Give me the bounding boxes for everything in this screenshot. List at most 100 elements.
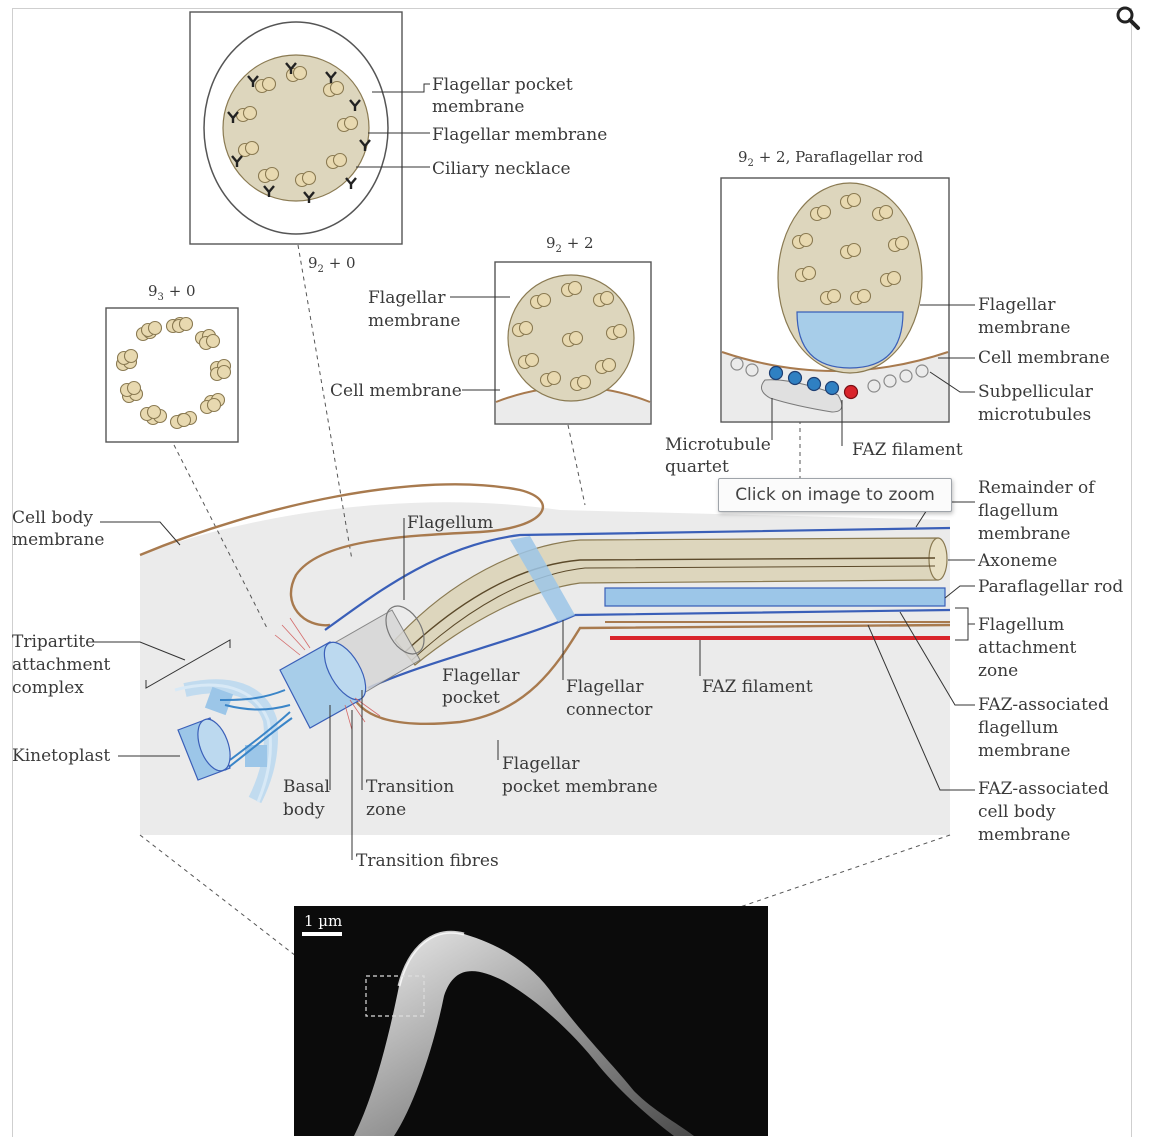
magnifier-icon[interactable] bbox=[1114, 4, 1142, 32]
faz-filament-dot bbox=[843, 384, 859, 400]
svg-text:FAZ filament: FAZ filament bbox=[702, 677, 813, 697]
pfr-label-3: Cell membrane bbox=[978, 348, 1110, 368]
svg-text:93 + 0: 93 + 0 bbox=[148, 282, 196, 303]
pfr-title: 9 bbox=[738, 148, 748, 166]
svg-text:connector: connector bbox=[566, 700, 653, 720]
faz-flag-label-2: flagellum bbox=[978, 718, 1058, 738]
basal-body-label-2: body bbox=[283, 800, 325, 820]
electron-micrograph[interactable]: 1 µm bbox=[294, 906, 768, 1136]
svg-text:Cell membrane: Cell membrane bbox=[978, 348, 1110, 368]
pfr-label-6: Microtubule bbox=[665, 435, 771, 455]
svg-text:Cell body: Cell body bbox=[12, 508, 93, 528]
svg-text:Kinetoplast: Kinetoplast bbox=[12, 746, 110, 766]
tripartite-label-1: Tripartite bbox=[12, 632, 95, 652]
kinetoplast-label: Kinetoplast bbox=[12, 746, 110, 766]
axoneme-formula-rest: + 2 bbox=[562, 234, 594, 252]
svg-text:attachment: attachment bbox=[978, 638, 1077, 658]
svg-text:Cell membrane: Cell membrane bbox=[330, 381, 462, 401]
pfr-main-label: Paraflagellar rod bbox=[978, 577, 1123, 597]
svg-text:Transition: Transition bbox=[366, 777, 454, 797]
svg-text:membrane: membrane bbox=[978, 524, 1070, 544]
pfr-title-rest: + 2, Paraflagellar rod bbox=[754, 148, 924, 166]
pfr-label-1: Flagellar bbox=[978, 295, 1056, 315]
faz-flag-label-1: FAZ-associated bbox=[978, 695, 1109, 715]
pfr-label-7: quartet bbox=[665, 457, 729, 477]
svg-text:Paraflagellar rod: Paraflagellar rod bbox=[978, 577, 1123, 597]
pocket-label-4: Ciliary necklace bbox=[432, 159, 571, 179]
tripartite-label-3: complex bbox=[12, 678, 84, 698]
faz-flag-label-3: membrane bbox=[978, 741, 1070, 761]
svg-text:membrane: membrane bbox=[12, 530, 104, 550]
basal-body-label-1: Basal bbox=[283, 777, 330, 797]
zoom-tooltip[interactable]: Click on image to zoom bbox=[718, 478, 952, 512]
svg-text:Subpellicular: Subpellicular bbox=[978, 382, 1094, 402]
pfr-label-5: microtubules bbox=[978, 405, 1091, 425]
flagellum-label: Flagellum bbox=[407, 513, 493, 533]
svg-text:Flagellar pocket: Flagellar pocket bbox=[432, 75, 573, 95]
svg-text:Flagellar: Flagellar bbox=[502, 754, 580, 774]
svg-text:pocket membrane: pocket membrane bbox=[502, 777, 658, 797]
svg-text:Flagellar: Flagellar bbox=[442, 666, 520, 686]
svg-text:membrane: membrane bbox=[978, 318, 1070, 338]
svg-text:Axoneme: Axoneme bbox=[977, 551, 1057, 571]
scale-bar bbox=[302, 932, 342, 936]
basal-formula-sub: 3 bbox=[158, 292, 164, 303]
flagellar-pocket-label-2: pocket bbox=[442, 688, 500, 708]
remainder-label-2: flagellum bbox=[978, 501, 1058, 521]
svg-text:Flagellum: Flagellum bbox=[407, 513, 493, 533]
axoneme-main-label: Axoneme bbox=[977, 551, 1057, 571]
flagellar-pocket-label-1: Flagellar bbox=[442, 666, 520, 686]
pocket-formula: 9 bbox=[308, 254, 318, 272]
svg-text:FAZ filament: FAZ filament bbox=[852, 440, 963, 460]
pfr-label-8: FAZ filament bbox=[852, 440, 963, 460]
svg-text:complex: complex bbox=[12, 678, 84, 698]
svg-text:FAZ-associated: FAZ-associated bbox=[978, 695, 1109, 715]
svg-text:Flagellar: Flagellar bbox=[978, 295, 1056, 315]
connector-label-1: Flagellar bbox=[566, 677, 644, 697]
transition-zone-label-1: Transition bbox=[366, 777, 454, 797]
svg-text:cell body: cell body bbox=[978, 802, 1056, 822]
pfr-label-2: membrane bbox=[978, 318, 1070, 338]
faz-zone-label-3: zone bbox=[978, 661, 1018, 681]
pocket-membrane-label-1: Flagellar bbox=[502, 754, 580, 774]
projection-lines bbox=[139, 244, 951, 1016]
svg-text:zone: zone bbox=[978, 661, 1018, 681]
svg-text:92 + 2, Paraflagellar rod: 92 + 2, Paraflagellar rod bbox=[738, 148, 924, 169]
scale-bar-label: 1 µm bbox=[304, 912, 342, 930]
basal-formula-rest: + 0 bbox=[164, 282, 196, 300]
svg-text:Microtubule: Microtubule bbox=[665, 435, 771, 455]
pocket-label-3: Flagellar membrane bbox=[432, 125, 607, 145]
faz-zone-label-1: Flagellum bbox=[978, 615, 1064, 635]
svg-text:FAZ-associated: FAZ-associated bbox=[978, 779, 1109, 799]
pocket-label-1: Flagellar pocket bbox=[432, 75, 573, 95]
svg-text:membrane: membrane bbox=[978, 825, 1070, 845]
axoneme-label-3: Cell membrane bbox=[330, 381, 462, 401]
axoneme-formula: 9 bbox=[546, 234, 556, 252]
tripartite-label-2: attachment bbox=[12, 655, 111, 675]
micrograph-image: 1 µm bbox=[302, 912, 694, 1136]
svg-text:microtubules: microtubules bbox=[978, 405, 1091, 425]
axoneme-label-1: Flagellar bbox=[368, 288, 446, 308]
transition-zone-label-2: zone bbox=[366, 800, 406, 820]
pocket-formula-rest: + 0 bbox=[324, 254, 356, 272]
faz-cell-label-3: membrane bbox=[978, 825, 1070, 845]
svg-text:zone: zone bbox=[366, 800, 406, 820]
pocket-label-2: membrane bbox=[432, 97, 524, 117]
remainder-label-1: Remainder of bbox=[978, 478, 1096, 498]
basal-formula: 9 bbox=[148, 282, 158, 300]
faz-filament-label: FAZ filament bbox=[702, 677, 813, 697]
magnifier-icon-graphic bbox=[1116, 6, 1140, 30]
svg-text:membrane: membrane bbox=[368, 311, 460, 331]
pfr-panel: 92 + 2, Paraflagellar rod bbox=[665, 148, 1110, 477]
ciliary-necklace-marks bbox=[227, 62, 371, 203]
svg-text:Flagellum: Flagellum bbox=[978, 615, 1064, 635]
cell-body-label-2: membrane bbox=[12, 530, 104, 550]
svg-text:flagellum: flagellum bbox=[978, 501, 1058, 521]
svg-text:membrane: membrane bbox=[978, 741, 1070, 761]
connector-label-2: connector bbox=[566, 700, 653, 720]
pfr-title-sub: 2 bbox=[748, 158, 754, 169]
pocket-cross-section-panel: Flagellar pocket membrane Flagellar memb… bbox=[189, 11, 607, 275]
svg-text:Flagellar: Flagellar bbox=[368, 288, 446, 308]
cell-body-background bbox=[140, 502, 950, 835]
